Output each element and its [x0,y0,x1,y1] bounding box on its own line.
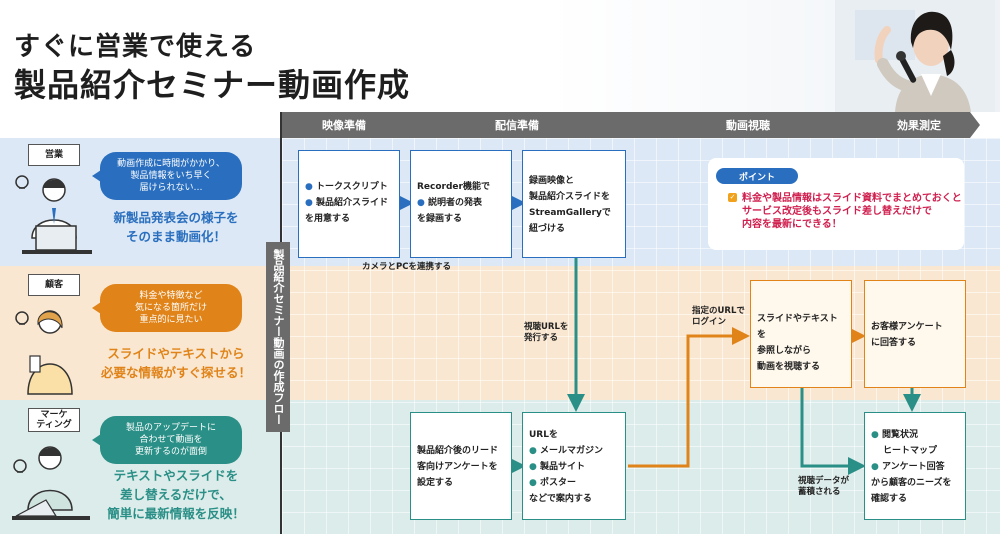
point-tag: ポイント [716,168,798,184]
box-watch-line-2: 参照しながら [757,346,812,356]
note-stored-line-2: 蓄積される [798,487,841,497]
box-url-item-2: 製品サイト [529,459,619,475]
role-label-marketing: マーケ ティング [28,408,80,432]
note-login-url: 指定のURLで ログイン [692,306,745,328]
box-record-line-1: Recorder機能で [417,182,490,192]
customer-slogan-line-2: 必要な情報がすぐ探せる！ [100,365,251,380]
point-text: 料金や製品情報はスライド資料でまとめておくと サービス改定後もスライド差し替えだ… [742,192,964,231]
customer-concern-line-2: 気になる箇所だけ [134,303,207,313]
marketing-slogan: テキストやスライドを 差し替えるだけで、 簡単に最新情報を反映！ [90,466,262,523]
sales-slogan-line-2: そのまま動画化！ [125,229,226,244]
point-text-line-3: 内容を最新にできる！ [742,219,842,230]
point-text-line-2: サービス改定後もスライド差し替えだけで [742,206,932,217]
stage-video-viewing: 動画視聴 [628,112,868,138]
sales-slogan: 新製品発表会の様子を そのまま動画化！ [90,208,262,246]
box-link-line-3: StreamGalleryで [529,208,611,218]
note-issue-url: 視聴URLを 発行する [524,322,568,344]
customer-slogan-line-1: スライドやテキストから [107,346,245,361]
stage-video-prep: 映像準備 [282,112,406,138]
box-analysis-item-2: アンケート回答 [871,459,959,475]
box-analysis-item-1: 閲覧状況 [871,427,959,443]
box-url-tail: などで案内する [529,494,592,504]
role-label-sales: 営業 [28,144,80,166]
note-issue-line-1: 視聴URLを [524,322,569,332]
marketing-slogan-line-1: テキストやスライドを [113,468,239,483]
box-link-line-2: 製品紹介スライドを [529,192,611,202]
marketing-person-illustration [12,446,90,520]
box-watch-line-1: スライドやテキストを [757,314,838,340]
marketing-slogan-line-2: 差し替えるだけで、 [120,487,232,502]
box-url-item-1: メールマガジン [529,443,619,459]
sales-concern-line-1: 動画作成に時間がかかり、 [117,159,225,169]
header-background [0,0,1000,112]
note-issue-line-2: 発行する [524,333,559,343]
flow-vertical-label: 製品紹介セミナー動画の作成フロー [266,242,290,432]
role-label-marketing-line-1: マーケ [40,410,68,420]
marketing-concern-bubble: 製品のアップデートに 合わせて動画を 更新するのが面倒 [92,416,242,464]
presenter-photo [835,0,995,112]
note-stored-line-1: 視聴データが [798,476,850,486]
check-icon: ✓ [728,193,737,202]
box-analysis-tail-2: 確認する [871,494,908,504]
sales-person-illustration [15,175,92,254]
box-analyze-needs: 閲覧状況 ヒートマップ アンケート回答 から顧客のニーズを 確認する [864,412,966,520]
point-text-line-1: 料金や製品情報はスライド資料でまとめておくと [742,193,962,204]
box-url-item-3: ポスター [529,475,619,491]
sales-concern-line-2: 製品情報をいち早く [130,171,212,181]
stage-delivery-prep: 配信準備 [396,112,638,138]
box-prepare-script-item-1: トークスクリプト [305,179,393,195]
customer-person-illustration [15,310,73,395]
box-lead-line-3: 設定する [417,478,454,488]
box-link-stream: 録画映像と 製品紹介スライドを StreamGalleryで 紐づける [522,150,626,258]
box-record-presentation: Recorder機能で 説明者の発表 を録画する [410,150,512,258]
customer-concern-line-1: 料金や特徴など [139,291,203,301]
title-line-1: すぐに営業で使える [14,32,257,62]
box-setup-lead-survey: 製品紹介後のリード 客向けアンケートを 設定する [410,412,512,520]
box-link-line-1: 録画映像と [529,176,575,186]
box-watch-line-3: 動画を視聴する [757,362,821,372]
box-prepare-script-item-2: 製品紹介スライド [305,195,393,211]
sales-concern-bubble: 動画作成に時間がかかり、 製品情報をいち早く 届けられない… [92,152,242,200]
note-data-stored: 視聴データが 蓄積される [798,476,849,498]
box-survey-line-1: お客様アンケート [871,322,943,332]
marketing-slogan-line-3: 簡単に最新情報を反映！ [107,506,245,521]
stage-effect-measurement: 効果測定 [858,112,980,138]
box-announce-url: URLを メールマガジン 製品サイト ポスター などで案内する [522,412,626,520]
box-analysis-item-1-sub: ヒートマップ [883,446,938,456]
sales-concern-line-3: 届けられない… [139,183,203,193]
box-lead-line-2: 客向けアンケートを [417,462,498,472]
role-label-marketing-line-2: ティング [36,420,72,430]
box-survey-line-2: に回答する [871,338,917,348]
box-watch-video: スライドやテキストを 参照しながら 動画を視聴する [750,280,852,388]
box-link-line-4: 紐づける [529,224,566,234]
note-camera-pc: カメラとPCを連携する [362,262,451,272]
box-record-item: 説明者の発表 [417,195,505,211]
box-url-line-1: URLを [529,430,558,440]
box-analysis-tail-1: から顧客のニーズを [871,478,952,488]
note-login-line-2: ログイン [692,317,727,327]
note-login-line-1: 指定のURLで [692,306,745,316]
title-line-2: 製品紹介セミナー動画作成 [14,66,411,104]
customer-concern-bubble: 料金や特徴など 気になる箇所だけ 重点的に見たい [92,284,242,332]
customer-slogan: スライドやテキストから 必要な情報がすぐ探せる！ [90,344,262,382]
marketing-concern-line-2: 合わせて動画を [139,435,203,445]
box-prepare-script: トークスクリプト 製品紹介スライド を用意する [298,150,400,258]
box-record-tail: を録画する [417,214,463,224]
marketing-concern-line-3: 更新するのが面倒 [134,447,207,457]
box-prepare-script-tail: を用意する [305,214,351,224]
sales-slogan-line-1: 新製品発表会の様子を [113,210,239,225]
box-lead-line-1: 製品紹介後のリード [417,446,499,456]
role-label-customer: 顧客 [28,274,80,296]
box-answer-survey: お客様アンケート に回答する [864,280,966,388]
marketing-concern-line-1: 製品のアップデートに [125,423,216,433]
customer-concern-line-3: 重点的に見たい [139,315,203,325]
